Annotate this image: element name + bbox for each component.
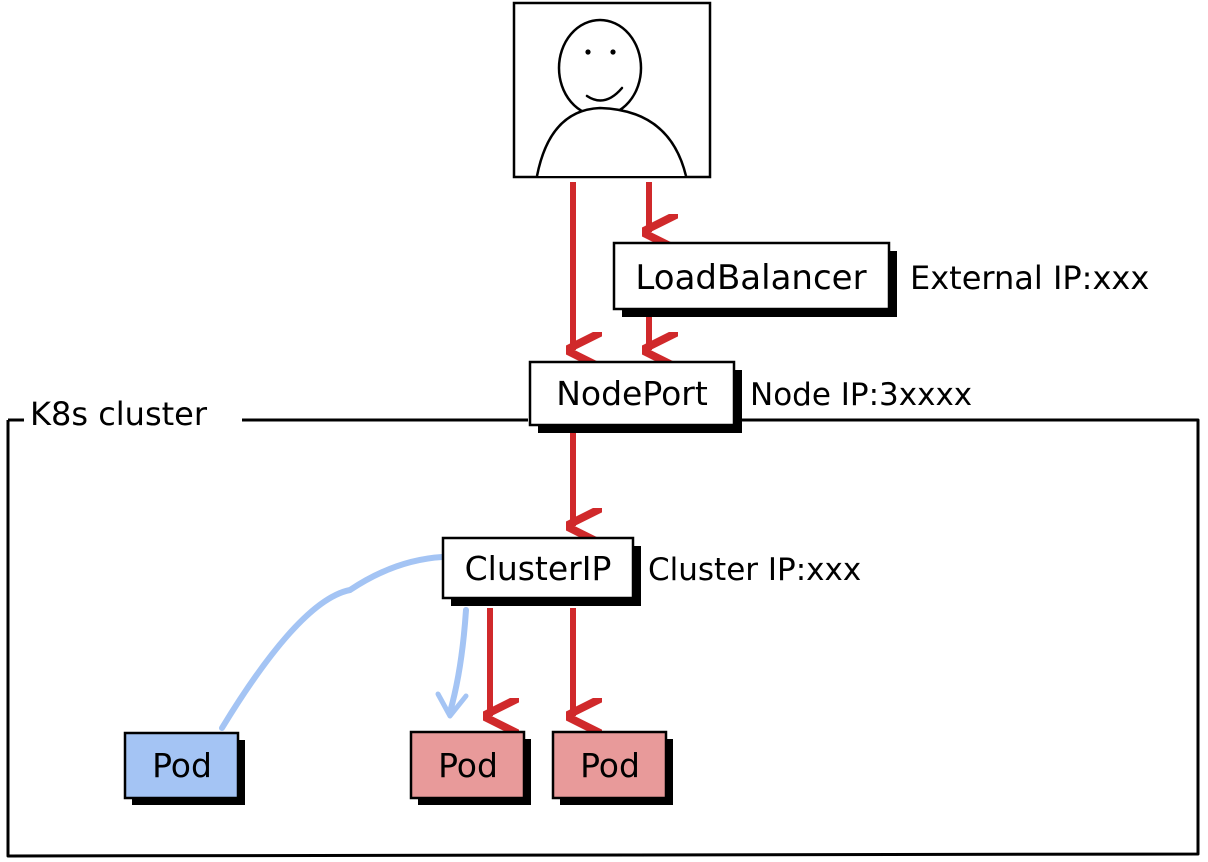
pod-3-label: Pod: [580, 746, 640, 785]
loadbalancer-annotation: External IP:xxx: [910, 259, 1149, 297]
loadbalancer-box: [612, 241, 891, 311]
user-eye-left: [585, 49, 591, 55]
pod-3-box: [551, 730, 668, 800]
cluster-label: K8s cluster: [30, 395, 208, 433]
internal-arrows: [219, 554, 469, 731]
user-smile: [585, 86, 624, 102]
nodeport-box: [528, 360, 736, 427]
pod-2: Pod: [409, 730, 531, 805]
pod-1-label: Pod: [152, 746, 212, 785]
cluster-boundary: K8s cluster: [6, 395, 1200, 858]
clusterip-node: ClusterIP Cluster IP:xxx: [441, 536, 861, 606]
clusterip-label: ClusterIP: [465, 549, 612, 588]
external-arrows: [490, 182, 649, 716]
nodeport-annotation: Node IP:3xxxx: [750, 377, 972, 413]
pod-1: Pod: [123, 731, 245, 805]
loadbalancer-label: LoadBalancer: [635, 258, 866, 298]
nodeport-node: NodePort Node IP:3xxxx: [528, 360, 972, 433]
user-icon: [512, 1, 712, 179]
clusterip-box: [441, 536, 635, 600]
pod-1-box: [123, 731, 240, 800]
curve-pod-1-to-clusterip: [219, 554, 445, 731]
curve-clusterip-to-pod-2: [447, 607, 469, 715]
user-body: [535, 106, 688, 177]
pod-3: Pod: [551, 730, 673, 805]
user-eye-right: [610, 49, 616, 55]
pod-2-label: Pod: [438, 746, 498, 785]
loadbalancer-node: LoadBalancer External IP:xxx: [612, 241, 1149, 317]
curve-arrowhead: [435, 691, 469, 719]
nodeport-label: NodePort: [556, 374, 708, 413]
clusterip-annotation: Cluster IP:xxx: [648, 552, 861, 588]
pod-2-box: [409, 730, 526, 800]
